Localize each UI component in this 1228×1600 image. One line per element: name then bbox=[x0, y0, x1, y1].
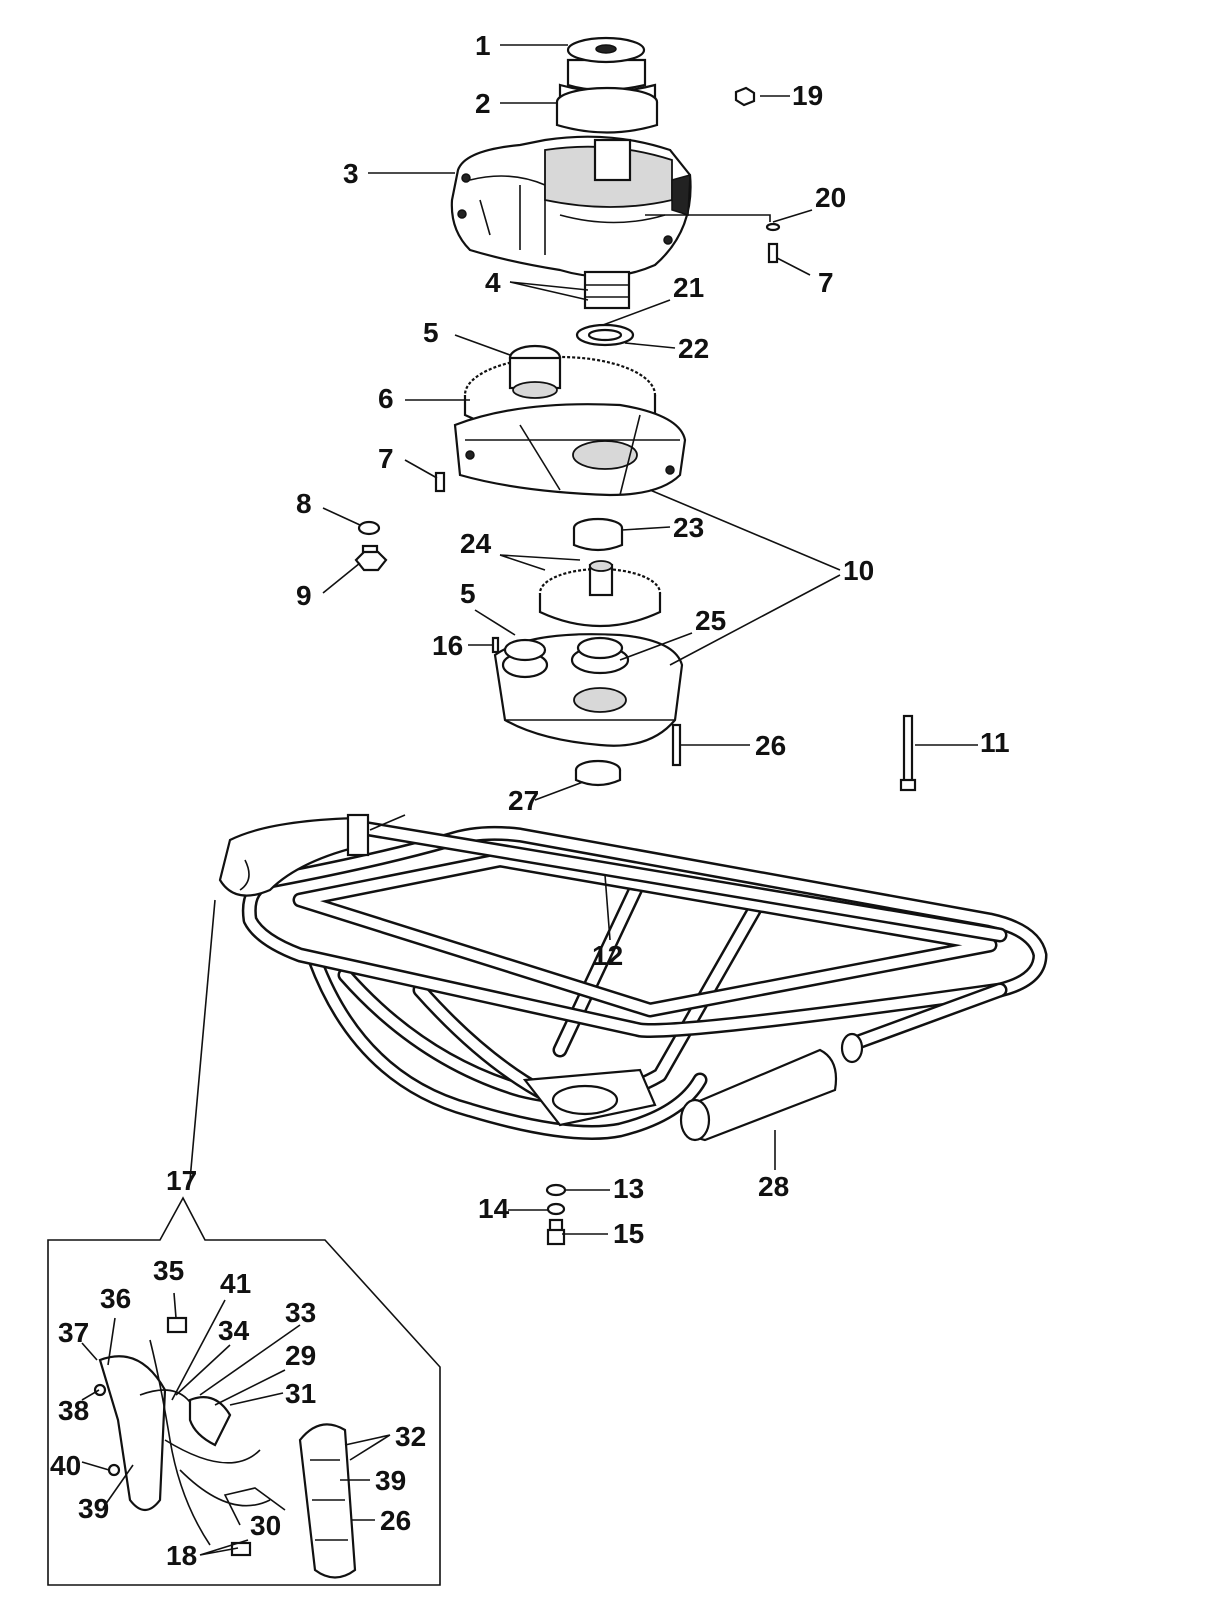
part-upper-housing bbox=[450, 135, 692, 278]
part-ring bbox=[555, 86, 659, 134]
callout-7: 7 bbox=[378, 443, 394, 474]
callout-19: 19 bbox=[792, 80, 823, 111]
inset-grip-half bbox=[298, 1423, 357, 1579]
callout-40: 40 bbox=[50, 1450, 81, 1481]
part-washer-20 bbox=[765, 222, 781, 232]
part-circlip bbox=[575, 323, 635, 347]
callout-26-inset: 26 bbox=[380, 1505, 411, 1536]
part-screw-40 bbox=[107, 1463, 121, 1477]
part-bolt-26 bbox=[671, 723, 682, 767]
callout-20: 20 bbox=[815, 182, 846, 213]
callout-2: 2 bbox=[475, 88, 491, 119]
callout-4: 4 bbox=[485, 267, 501, 298]
part-nut bbox=[734, 86, 756, 107]
gearbox-assembly bbox=[450, 36, 692, 787]
part-bearing-stack bbox=[583, 270, 631, 310]
part-washer-14 bbox=[546, 1202, 566, 1216]
part-bolt-7-left bbox=[434, 471, 446, 493]
callout-labels: 1 2 3 4 5 6 7 8 9 10 11 12 13 14 15 16 1… bbox=[50, 30, 1010, 1571]
part-rubber-grip bbox=[679, 1048, 838, 1142]
callout-39-inset: 39 bbox=[375, 1465, 406, 1496]
callout-35: 35 bbox=[153, 1255, 184, 1286]
callout-38: 38 bbox=[58, 1395, 89, 1426]
callout-21: 21 bbox=[673, 272, 704, 303]
callout-26: 26 bbox=[755, 730, 786, 761]
callout-1: 1 bbox=[475, 30, 491, 61]
part-seal bbox=[574, 759, 622, 787]
callout-12: 12 bbox=[592, 940, 623, 971]
callout-10: 10 bbox=[843, 555, 874, 586]
callout-29: 29 bbox=[285, 1340, 316, 1371]
left-handle-grip bbox=[218, 813, 406, 897]
callout-41: 41 bbox=[220, 1268, 251, 1299]
callout-3: 3 bbox=[343, 158, 359, 189]
callout-24: 24 bbox=[460, 528, 492, 559]
callout-6: 6 bbox=[378, 383, 394, 414]
part-long-bolt bbox=[899, 714, 917, 792]
callout-25: 25 bbox=[695, 605, 726, 636]
part-bolt-7-top bbox=[767, 242, 779, 264]
callout-32: 32 bbox=[395, 1421, 426, 1452]
callout-9: 9 bbox=[296, 580, 312, 611]
callout-36: 36 bbox=[100, 1283, 131, 1314]
callout-13: 13 bbox=[613, 1173, 644, 1204]
callout-15: 15 bbox=[613, 1218, 644, 1249]
callout-18: 18 bbox=[166, 1540, 197, 1571]
callout-17: 17 bbox=[166, 1165, 197, 1196]
part-bearing-23 bbox=[572, 517, 624, 552]
callout-22: 22 bbox=[678, 333, 709, 364]
leader-lines bbox=[81, 44, 978, 1556]
part-bolt-15 bbox=[546, 1218, 566, 1246]
part-drain-plug bbox=[354, 544, 388, 572]
part-dowel-pin bbox=[491, 636, 500, 654]
part-washer-8 bbox=[357, 520, 381, 536]
callout-7-upper: 7 bbox=[818, 267, 834, 298]
callout-31: 31 bbox=[285, 1378, 316, 1409]
part-spring-38 bbox=[93, 1383, 107, 1397]
callout-27: 27 bbox=[508, 785, 539, 816]
callout-28: 28 bbox=[758, 1171, 789, 1202]
callout-33: 33 bbox=[285, 1297, 316, 1328]
inset-throttle-housing bbox=[98, 1316, 271, 1557]
part-bearing-5-lower bbox=[503, 638, 547, 662]
callout-5: 5 bbox=[423, 317, 439, 348]
callout-23: 23 bbox=[673, 512, 704, 543]
callout-8: 8 bbox=[296, 488, 312, 519]
callout-37: 37 bbox=[58, 1317, 89, 1348]
part-middle-housing bbox=[453, 403, 687, 497]
detail-inset bbox=[47, 1196, 441, 1586]
callout-34: 34 bbox=[218, 1315, 250, 1346]
frame-assembly bbox=[218, 813, 1048, 1142]
part-washer-13 bbox=[545, 1183, 567, 1197]
callout-30: 30 bbox=[250, 1510, 281, 1541]
callout-5-lower: 5 bbox=[460, 578, 476, 609]
fasteners bbox=[354, 86, 917, 1246]
callout-14: 14 bbox=[478, 1193, 510, 1224]
callout-39: 39 bbox=[78, 1493, 109, 1524]
frame-base-plate bbox=[522, 1068, 657, 1127]
callout-11: 11 bbox=[980, 727, 1010, 758]
part-lower-gear bbox=[538, 560, 662, 628]
part-bearing-25 bbox=[576, 636, 624, 660]
callout-16: 16 bbox=[432, 630, 463, 661]
